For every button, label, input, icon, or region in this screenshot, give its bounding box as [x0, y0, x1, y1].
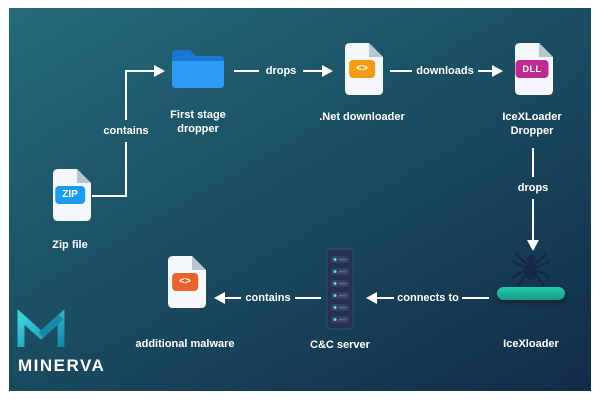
spider-icon	[511, 251, 551, 288]
icexloader-dropper-node: DLL IceXLoader Dropper	[492, 42, 572, 138]
minerva-logo: MINERVA	[16, 306, 126, 376]
minerva-logo-icon	[17, 309, 65, 347]
zip-file-node: ZIP Zip file	[25, 168, 115, 252]
additional-malware-label: additional malware	[135, 338, 235, 350]
icexloader-node: IceXloader	[486, 250, 576, 351]
edge-label-drops-1: drops	[265, 65, 297, 77]
zip-badge: ZIP	[55, 186, 85, 204]
code-file-icon: <>	[163, 255, 207, 309]
folder-icon	[172, 50, 224, 88]
edge-label-downloads: downloads	[416, 65, 474, 77]
code-badge: <>	[349, 60, 375, 78]
platform-shape	[497, 287, 565, 300]
icexloader-dropper-label: IceXLoader Dropper	[502, 111, 562, 137]
cc-server-node: C&C server	[295, 248, 385, 352]
dll-file-icon: DLL	[510, 42, 554, 96]
net-downloader-node: <> .Net downloader	[307, 42, 417, 124]
net-downloader-label: .Net downloader	[319, 111, 405, 123]
zip-file-icon: ZIP	[48, 168, 92, 222]
code-badge: <>	[172, 273, 198, 291]
first-stage-dropper-node: First stage dropper	[158, 46, 238, 136]
edge-label-drops-2: drops	[517, 182, 549, 194]
cc-server-label: C&C server	[310, 339, 370, 351]
minerva-logo-text: MINERVA	[18, 356, 106, 375]
edge-label-contains-zip: contains	[103, 125, 149, 137]
edge-label-contains-server: contains	[245, 292, 291, 304]
dll-badge: DLL	[515, 60, 549, 78]
edge-label-connects-to: connects to	[397, 292, 459, 304]
code-file-icon: <>	[340, 42, 384, 96]
additional-malware-node: <> additional malware	[130, 255, 240, 351]
first-stage-dropper-label: First stage dropper	[170, 109, 226, 135]
zip-file-label: Zip file	[52, 239, 88, 251]
icexloader-label: IceXloader	[503, 338, 559, 350]
server-icon	[326, 248, 354, 330]
